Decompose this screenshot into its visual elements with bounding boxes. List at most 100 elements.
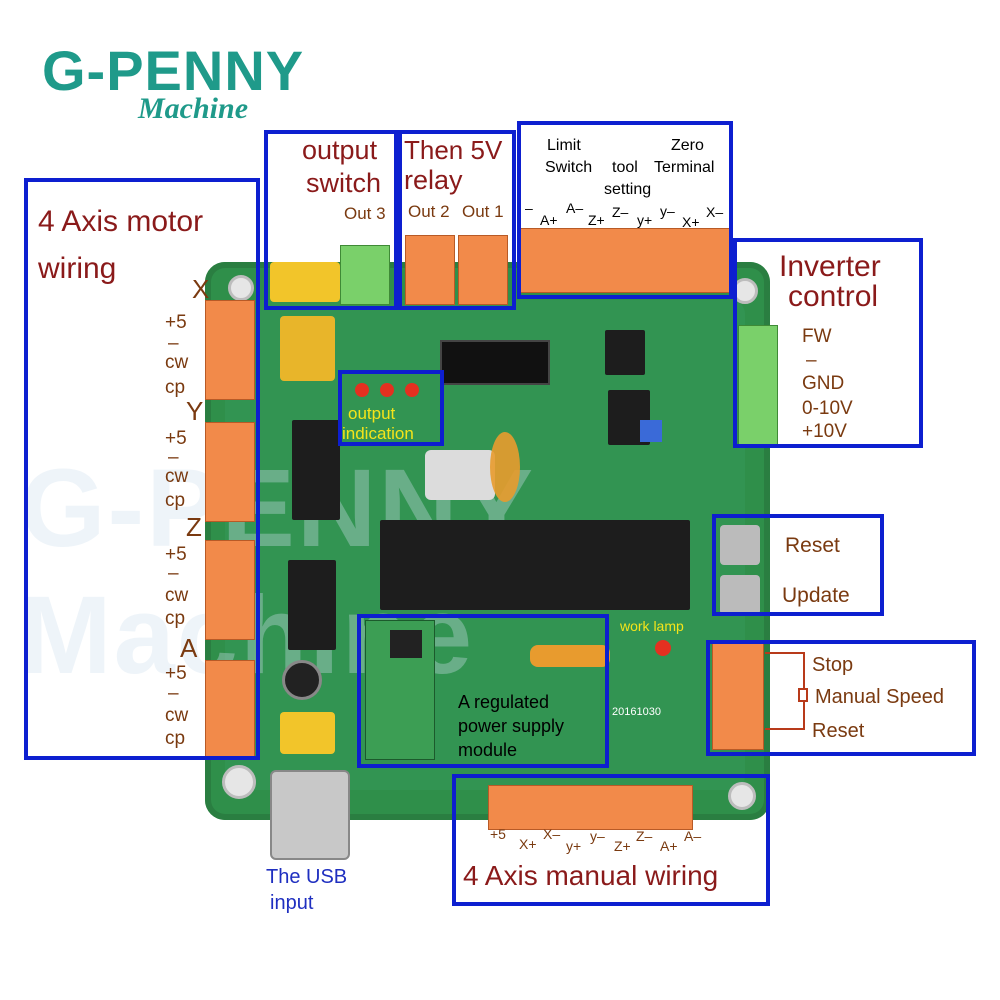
usb-label-2: input xyxy=(270,892,314,914)
usb-label-1: The USB xyxy=(266,866,348,888)
x-pin-cp: cp xyxy=(165,377,186,398)
work-lamp-led xyxy=(655,640,671,656)
output-indication-box xyxy=(338,370,444,446)
limit-pin-gnd: – xyxy=(525,200,533,216)
inverter-connector xyxy=(738,325,778,445)
z-pin-cw: cw xyxy=(165,585,189,606)
limit-switch-box xyxy=(517,121,733,299)
motor-wiring-title-2: wiring xyxy=(38,252,117,285)
a-axis-label: A xyxy=(180,633,198,663)
manual-pin-a-plus: A+ xyxy=(660,838,678,854)
update-button-hardware[interactable] xyxy=(720,575,760,615)
output-switch-title-1: output xyxy=(302,135,378,165)
optocoupler-chip xyxy=(605,330,645,375)
stop-label: Stop xyxy=(812,654,854,676)
a-pin-gnd: – xyxy=(168,683,179,704)
brand-title: G-PENNY xyxy=(42,39,305,102)
out3-label: Out 3 xyxy=(344,204,386,223)
out1-connector xyxy=(458,235,508,305)
z-axis-motor-connector xyxy=(205,540,255,640)
inverter-title-1: Inverter xyxy=(779,250,881,283)
a-pin-cp: cp xyxy=(165,728,186,749)
manual-pin-5v: +5 xyxy=(490,826,506,842)
limit-pin-z-minus: Z– xyxy=(612,204,629,220)
out2-connector xyxy=(405,235,455,305)
limit-pin-a-minus: A– xyxy=(566,200,584,216)
reset-button-label: Reset xyxy=(785,534,840,557)
speed-reset-label: Reset xyxy=(812,720,865,742)
usb-port[interactable] xyxy=(270,770,350,860)
inverter-pin-0-10v: 0-10V xyxy=(802,398,853,419)
inverter-pin-fw: FW xyxy=(802,326,832,347)
brand-subtitle: Machine xyxy=(138,92,249,125)
limit-label-2: Switch xyxy=(545,159,593,176)
electrolytic-capacitor xyxy=(282,660,322,700)
fuse-block xyxy=(280,316,335,381)
x-axis-motor-connector xyxy=(205,300,255,400)
power-module-2: power supply xyxy=(458,716,565,736)
inverter-pin-gnd1: – xyxy=(806,350,817,371)
reset-update-box xyxy=(712,514,884,616)
tool-label-2: setting xyxy=(604,181,652,198)
x-axis-label: X xyxy=(192,274,210,304)
power-module-3: module xyxy=(458,740,518,760)
crystal-oscillator xyxy=(425,450,495,500)
limit-label-1: Limit xyxy=(547,137,581,154)
speed-connector xyxy=(712,640,764,750)
inverter-box xyxy=(733,238,923,448)
yellow-capacitor xyxy=(280,712,335,754)
potentiometer xyxy=(640,420,662,442)
y-axis-label: Y xyxy=(186,396,204,426)
relay-box xyxy=(398,130,516,310)
relay-title-2: relay xyxy=(404,165,463,195)
header-connector xyxy=(440,340,550,385)
output-switch-box xyxy=(264,130,398,310)
out1-label: Out 1 xyxy=(462,202,504,221)
inverter-pin-gnd: GND xyxy=(802,373,845,394)
work-lamp-label: work lamp xyxy=(620,618,684,634)
z-pin-5v: +5 xyxy=(165,544,187,565)
z-axis-label: Z xyxy=(186,512,202,542)
limit-pin-y-plus: y+ xyxy=(637,212,653,228)
inverter-title-2: control xyxy=(788,280,879,313)
manual-speed-label: Manual Speed xyxy=(815,686,944,708)
power-module-box xyxy=(357,614,609,768)
manual-pin-z-plus: Z+ xyxy=(614,838,631,854)
yellow-capacitor xyxy=(270,262,340,302)
relay-title-1: Then 5V xyxy=(404,135,503,165)
speed-box xyxy=(706,640,976,756)
z-pin-cp: cp xyxy=(165,608,186,629)
output-led xyxy=(405,383,419,397)
manual-pin-x-minus: X– xyxy=(543,826,561,842)
a-axis-motor-connector xyxy=(205,660,255,760)
inductor xyxy=(390,630,422,658)
manual-pin-z-minus: Z– xyxy=(636,828,653,844)
output-switch-title-2: switch xyxy=(306,168,382,198)
ceramic-capacitor-row xyxy=(490,432,520,502)
output-led xyxy=(355,383,369,397)
motor-wiring-box xyxy=(24,178,260,760)
mounting-hole xyxy=(222,765,256,799)
ceramic-capacitor-row xyxy=(530,645,610,667)
output-indication-2: indication xyxy=(342,424,414,443)
motor-wiring-title-1: 4 Axis motor xyxy=(38,205,204,238)
update-button-label: Update xyxy=(782,584,850,607)
microcontroller-chip xyxy=(380,520,690,610)
manual-wiring-connector xyxy=(488,785,693,830)
manual-pin-y-plus: y+ xyxy=(566,838,582,854)
limit-switch-connector xyxy=(520,228,730,293)
limit-pin-a-plus: A+ xyxy=(540,212,558,228)
limit-pin-x-minus: X– xyxy=(706,204,724,220)
y-pin-cp: cp xyxy=(165,490,186,511)
reset-button-hardware[interactable] xyxy=(720,525,760,565)
y-pin-5v: +5 xyxy=(165,428,187,449)
y-pin-cw: cw xyxy=(165,466,189,487)
potentiometer-symbol xyxy=(798,688,808,702)
output-led xyxy=(380,383,394,397)
inverter-pin-10v: +10V xyxy=(802,421,847,442)
a-pin-5v: +5 xyxy=(165,663,187,684)
board-date-code: 20161030 xyxy=(612,706,661,718)
tool-label-1: tool xyxy=(612,159,638,176)
manual-pin-x-plus: X+ xyxy=(519,836,537,852)
manual-pin-y-minus: y– xyxy=(590,828,605,844)
